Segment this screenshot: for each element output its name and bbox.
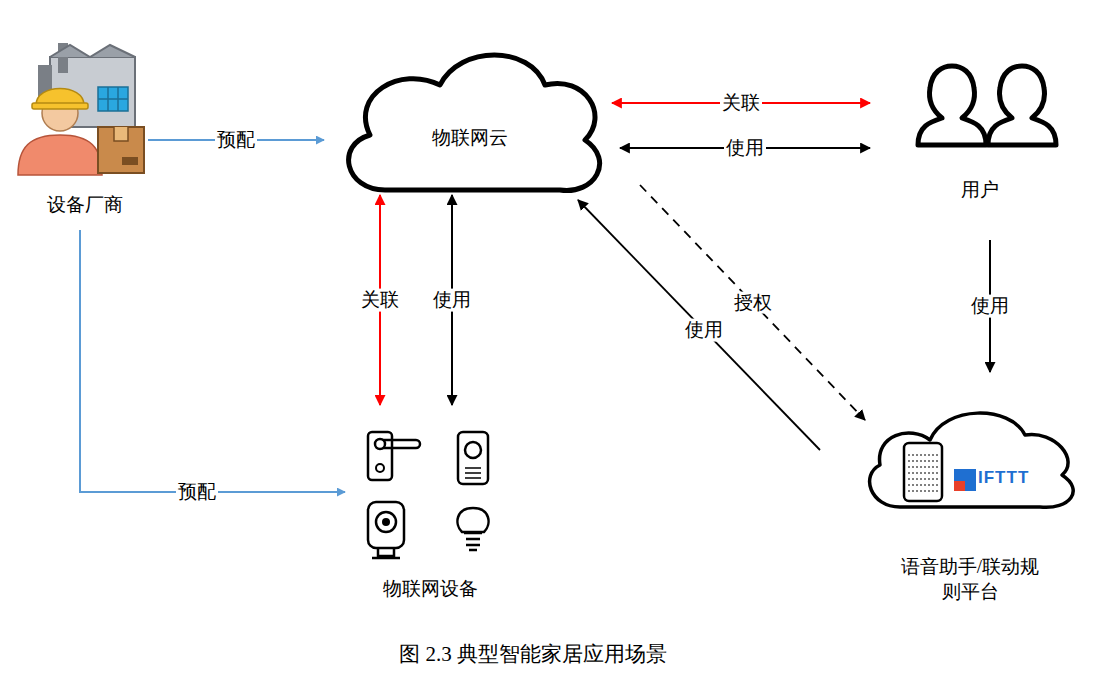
connector [578,200,820,450]
device-group: 物联网设备 [350,420,510,605]
node-label: 物联网设备 [350,577,510,602]
figure-caption: 图 2.3 典型智能家居应用场景 [399,640,667,668]
node-label: 语音助手/联动规则平台 [897,555,1043,604]
edge-label: 关联 [720,92,762,115]
node-label: 物联网云 [330,126,610,151]
edge-label: 关联 [359,289,401,312]
manufacturer-icon: 设备厂商 [10,35,160,225]
edge-label: 使用 [969,295,1011,318]
connector [640,185,865,420]
cloud-shape: 物联网云 [330,40,610,200]
user-icon: 用户 [880,60,1080,210]
platform-cloud: 语音助手/联动规则平台 IFTTT [850,395,1090,610]
logo-text: IFTTT [978,468,1029,488]
edge-label: 使用 [431,289,473,312]
node-label: 用户 [880,178,1080,203]
edge-label: 预配 [176,481,218,504]
cloud-outline [330,40,610,200]
node-label: 设备厂商 [10,193,160,218]
devices-illustration [350,420,510,605]
edge-label: 使用 [724,137,766,160]
edge-label: 预配 [215,129,257,152]
platform-cloud-outline [850,395,1090,610]
edge-label: 使用 [683,319,725,342]
connector [80,230,345,492]
edge-label: 授权 [732,291,774,314]
